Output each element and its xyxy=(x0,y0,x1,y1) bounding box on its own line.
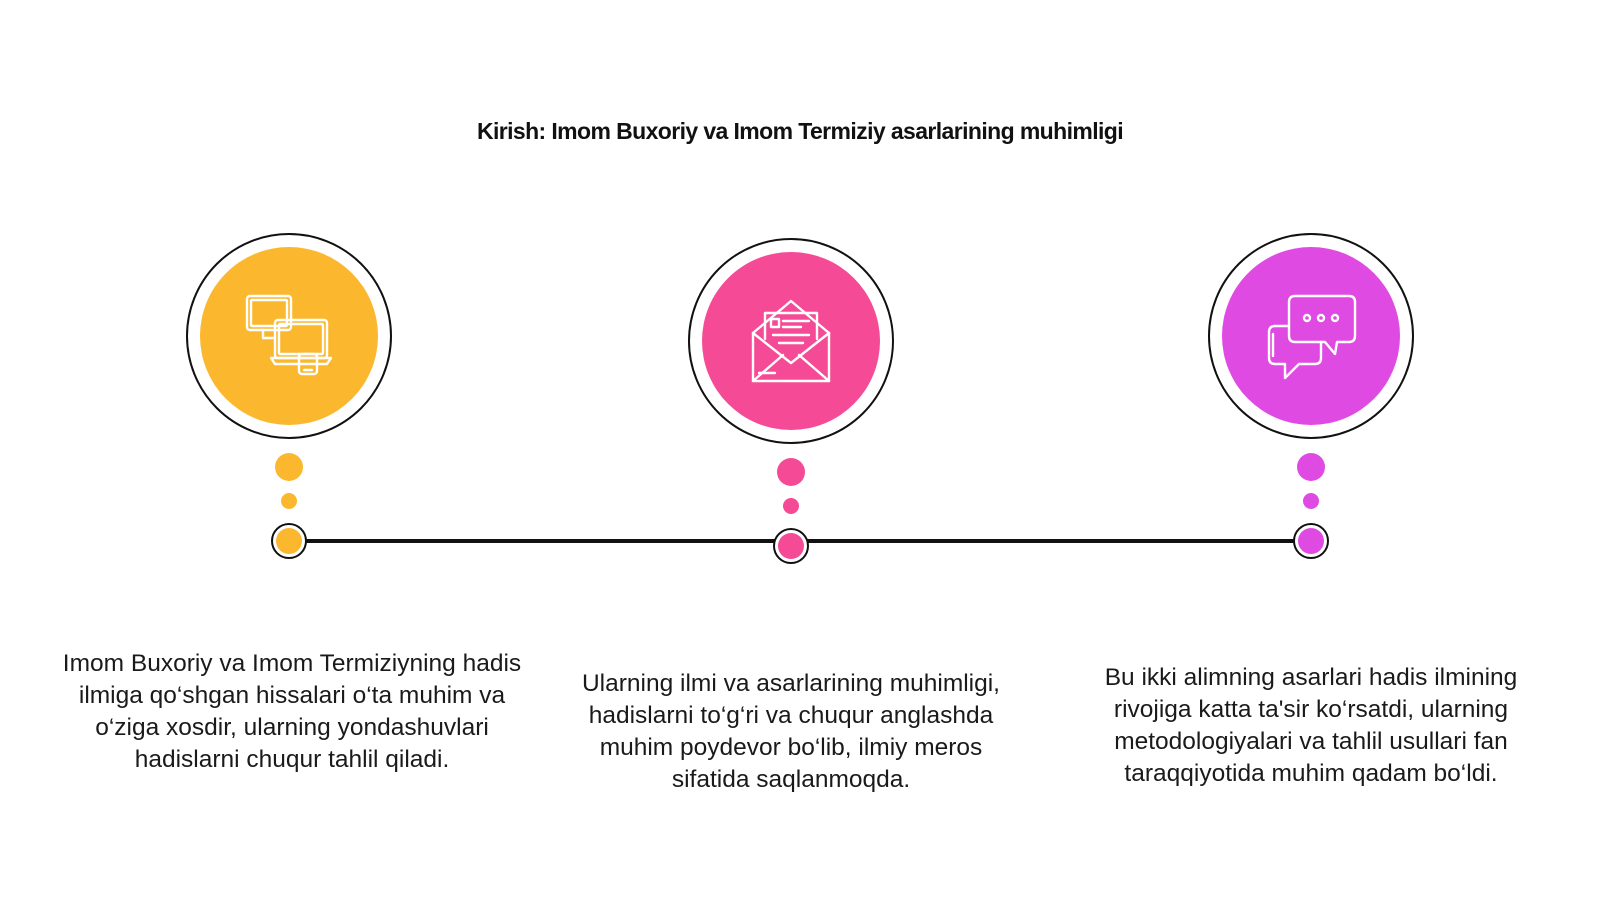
step-description: Ularning ilmi va asarlarining muhimligi,… xyxy=(581,670,1000,793)
icon-ring xyxy=(688,238,894,444)
icon-ring xyxy=(186,233,392,439)
timeline-node-fill xyxy=(1298,528,1324,554)
timeline-node-fill xyxy=(778,533,804,559)
timeline-node-fill xyxy=(276,528,302,554)
timeline-node xyxy=(1293,523,1329,559)
timeline-node xyxy=(773,528,809,564)
connector-dot-large xyxy=(1297,453,1325,481)
connector-dot-large xyxy=(275,453,303,481)
step-description: Imom Buxoriy va Imom Termiziyning hadis … xyxy=(62,650,522,773)
connector-dot-large xyxy=(777,458,805,486)
connector-dot-small xyxy=(783,498,799,514)
icon-disc xyxy=(1222,247,1400,425)
page-title: Kirish: Imom Buxoriy va Imom Termiziy as… xyxy=(476,118,1124,144)
step-description: Bu ikki alimning asarlari hadis ilmining… xyxy=(1104,664,1518,787)
chat-bubbles-icon xyxy=(1263,288,1359,384)
icon-disc xyxy=(200,247,378,425)
timeline-node xyxy=(271,523,307,559)
icon-disc xyxy=(702,252,880,430)
icon-ring xyxy=(1208,233,1414,439)
connector-dot-small xyxy=(1303,493,1319,509)
connector-dot-small xyxy=(281,493,297,509)
devices-icon xyxy=(241,288,337,384)
envelope-letter-icon xyxy=(743,293,839,389)
